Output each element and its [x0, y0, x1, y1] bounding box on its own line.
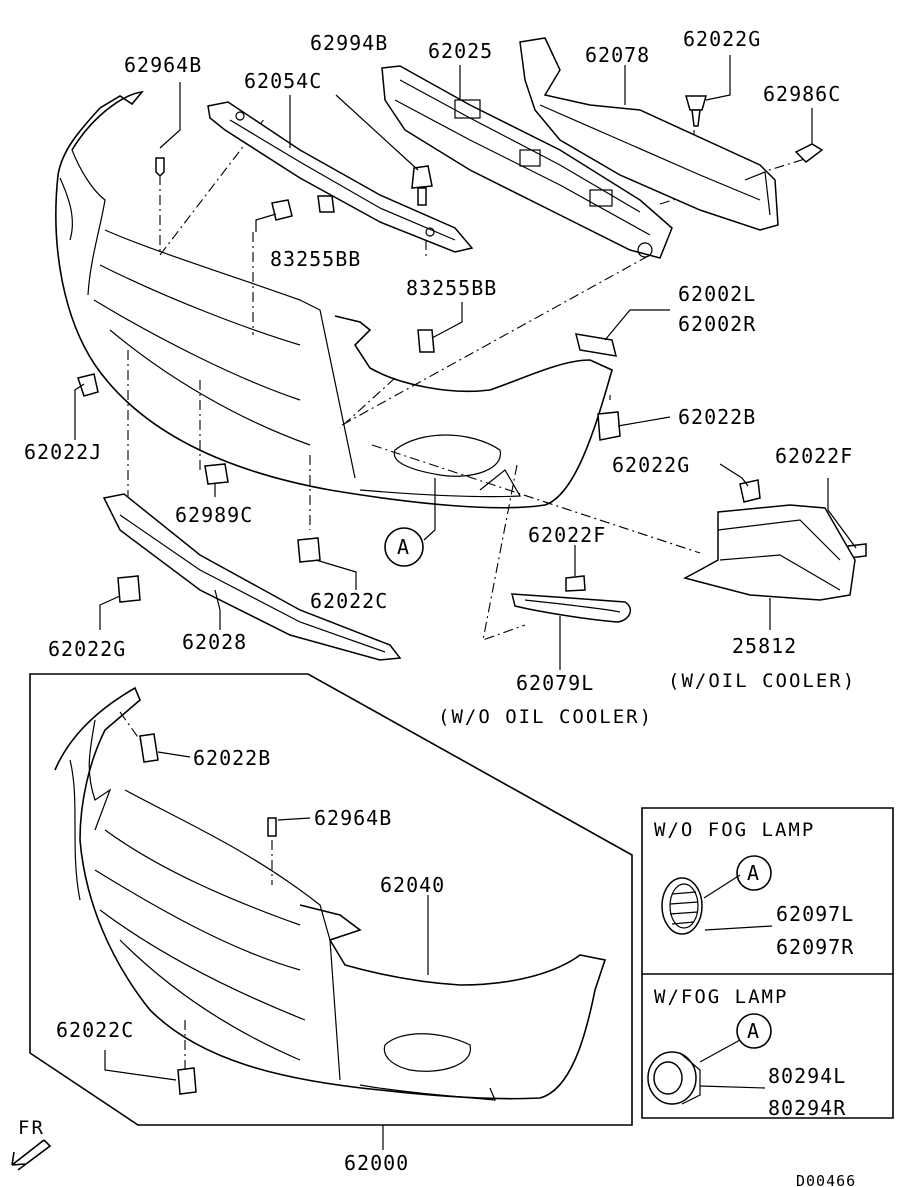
label-62022B-top: 62022B	[678, 405, 756, 429]
label-83255BB-b: 83255BB	[406, 276, 497, 300]
label-25812: 25812	[732, 634, 797, 658]
callout-a-wo-fog: A	[747, 861, 760, 885]
label-62025: 62025	[428, 39, 493, 63]
label-62022F-mid: 62022F	[528, 523, 606, 547]
assembly-panel	[29, 673, 633, 1126]
callout-letters: A A A	[397, 535, 760, 1043]
note-w-oil-cooler: (W/OIL COOLER)	[668, 670, 856, 692]
front-label: FR	[18, 1117, 45, 1139]
label-62028: 62028	[182, 630, 247, 654]
label-62994B: 62994B	[310, 31, 388, 55]
callout-a-main: A	[397, 535, 410, 559]
fasteners-upper	[77, 95, 867, 603]
label-62054C: 62054C	[244, 69, 322, 93]
label-62989C: 62989C	[175, 503, 253, 527]
note-wo-fog-lamp: W/O FOG LAMP	[654, 819, 815, 841]
drawing-code: D00466	[796, 1172, 856, 1187]
fog-cover-62097	[661, 855, 773, 935]
note-labels: (W/OIL COOLER) (W/O OIL COOLER) W/O FOG …	[18, 670, 856, 1187]
bumper-shell-upper	[55, 90, 613, 509]
label-62964B-low: 62964B	[314, 806, 392, 830]
fog-bezel-80294	[647, 1013, 772, 1105]
leader-lines-upper	[74, 55, 857, 670]
undercover-62078	[519, 37, 779, 231]
label-62022C-mid: 62022C	[310, 589, 388, 613]
lower-molding-62028	[102, 493, 402, 661]
bumper-assembly-62000	[54, 686, 607, 1101]
label-62022C-low: 62022C	[56, 1018, 134, 1042]
label-62000: 62000	[344, 1151, 409, 1175]
label-62097R: 62097R	[776, 935, 854, 959]
label-62002R: 62002R	[678, 312, 756, 336]
callout-a-w-fog: A	[747, 1019, 760, 1043]
note-w-fog-lamp: W/FOG LAMP	[654, 986, 788, 1008]
label-62022G-left: 62022G	[48, 637, 126, 661]
label-62079L: 62079L	[516, 671, 594, 695]
inset-fog-lamp-options	[641, 807, 894, 1119]
leader-lines-lower	[104, 751, 429, 1150]
note-wo-oil-cooler: (W/O OIL COOLER)	[438, 706, 653, 728]
reflector-62079L	[511, 593, 632, 623]
energy-absorber-62025	[381, 65, 673, 259]
label-62078: 62078	[585, 43, 650, 67]
callout-circle-a	[384, 527, 424, 567]
label-83255BB-a: 83255BB	[270, 247, 361, 271]
label-62022J: 62022J	[24, 440, 102, 464]
upper-bracket-62054C	[207, 101, 474, 253]
label-80294L: 80294L	[768, 1064, 846, 1088]
part-labels: 62964B 62054C 62994B 62025 62078 62022G …	[24, 27, 854, 1175]
label-62002L: 62002L	[678, 282, 756, 306]
label-62986C: 62986C	[763, 82, 841, 106]
front-direction-arrow	[11, 1139, 52, 1171]
label-62022G-mid: 62022G	[612, 453, 690, 477]
duct-25812	[682, 504, 856, 601]
label-62022B-low: 62022B	[193, 746, 271, 770]
label-80294R: 80294R	[768, 1096, 846, 1120]
label-62040: 62040	[380, 873, 445, 897]
label-62097L: 62097L	[776, 902, 854, 926]
label-62022F-right: 62022F	[775, 444, 853, 468]
label-62022G-top: 62022G	[683, 27, 761, 51]
label-62964B-top: 62964B	[124, 53, 202, 77]
